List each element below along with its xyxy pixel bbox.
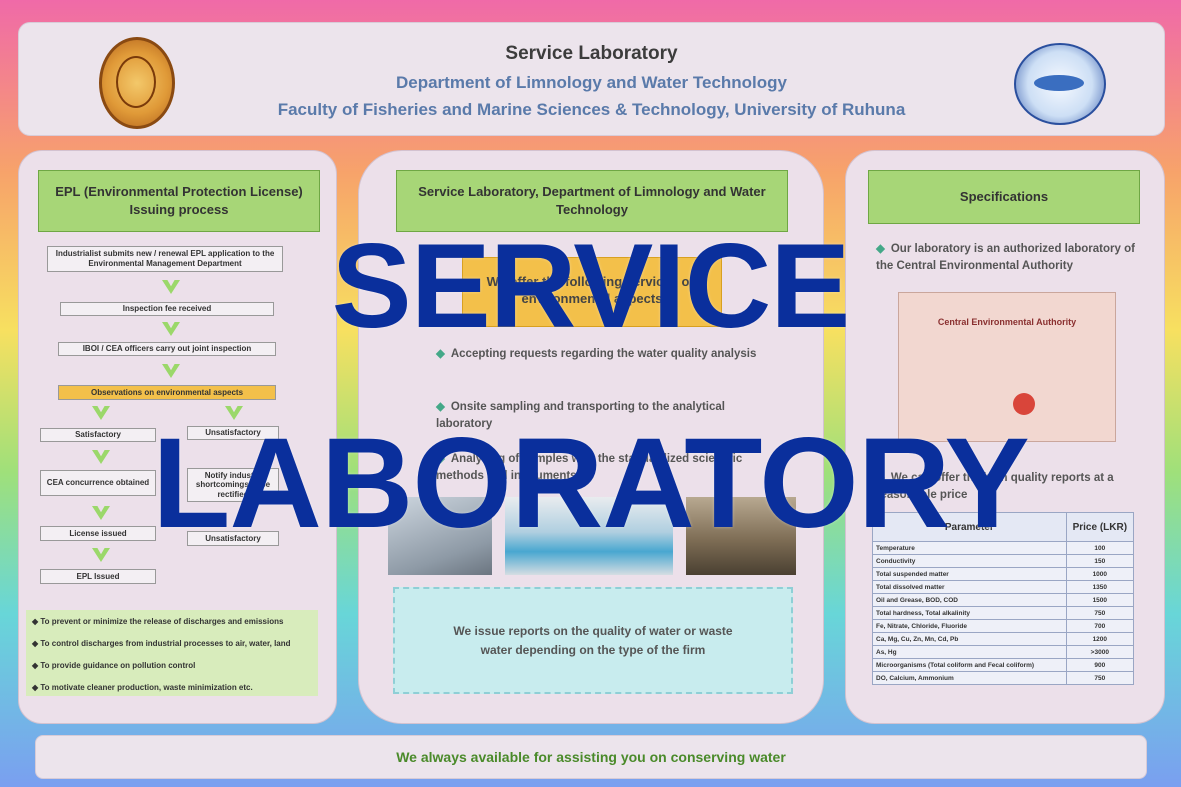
objective-item: ◆ To prevent or minimize the release of …	[32, 617, 284, 626]
lab-photo	[388, 497, 492, 575]
epl-heading: EPL (Environmental Protection License) I…	[38, 170, 320, 232]
quality-bullet: ◆We can offer the high quality reports a…	[876, 472, 1114, 501]
bullet-gem-icon: ◆	[436, 348, 445, 360]
department-logo	[1014, 43, 1106, 125]
service-bullet: ◆Accepting requests regarding the water …	[436, 348, 757, 360]
table-header: Price (LKR)	[1065, 512, 1135, 542]
flow-notify-industry: Notify industry shortcomings to be recti…	[187, 468, 279, 502]
service-bullet: ◆Onsite sampling and transporting to the…	[436, 401, 725, 430]
flow-license-issued: License issued	[40, 526, 156, 541]
footer-banner: We always available for assisting you on…	[35, 735, 1147, 779]
objective-item: ◆ To control discharges from industrial …	[32, 639, 291, 648]
service-bullet: ◆Analyzing of samples with the standardi…	[436, 453, 743, 482]
header-title: Service Laboratory	[505, 43, 678, 64]
objective-item: ◆ To motivate cleaner production, waste …	[32, 683, 253, 692]
university-seal-logo	[99, 37, 175, 129]
lab-photo	[505, 497, 673, 575]
flow-step-observations: Observations on environmental aspects	[58, 385, 276, 400]
authorized-bullet: ◆Our laboratory is an authorized laborat…	[876, 243, 1135, 272]
flow-step-application: Industrialist submits new / renewal EPL …	[47, 246, 283, 272]
bullet-gem-icon: ◆	[876, 243, 885, 255]
specifications-heading: Specifications	[868, 170, 1140, 224]
table-header: Parameter	[872, 512, 1067, 542]
epl-objectives: ◆ To prevent or minimize the release of …	[26, 610, 318, 696]
bullet-gem-icon: ◆	[876, 472, 885, 484]
lab-photo	[686, 497, 796, 575]
flow-step-inspection: IBOI / CEA officers carry out joint insp…	[58, 342, 276, 356]
cea-certificate: Central Environmental Authority	[898, 292, 1116, 442]
flow-unsatisfactory: Unsatisfactory	[187, 426, 279, 440]
reports-note: We issue reports on the quality of water…	[393, 587, 793, 694]
services-offer-box: We offer the following services on envir…	[462, 257, 722, 327]
table-row: Microorganisms (Total coliform and Fecal…	[872, 658, 1135, 672]
flow-unsatisfactory-2: Unsatisfactory	[187, 531, 279, 546]
table-row: As, Hg>3000	[872, 645, 1135, 659]
bullet-gem-icon: ◆	[436, 401, 445, 413]
poster-header: Service Laboratory Department of Limnolo…	[18, 22, 1165, 136]
flow-step-fee: Inspection fee received	[60, 302, 274, 316]
flow-satisfactory: Satisfactory	[40, 428, 156, 442]
faculty-name: Faculty of Fisheries and Marine Sciences…	[277, 100, 906, 119]
bullet-gem-icon: ◆	[436, 453, 445, 465]
department-name: Department of Limnology and Water Techno…	[395, 73, 788, 92]
flow-epl-issued: EPL Issued	[40, 569, 156, 584]
objective-item: ◆ To provide guidance on pollution contr…	[32, 661, 196, 670]
lab-heading: Service Laboratory, Department of Limnol…	[396, 170, 788, 232]
flow-cea-concurrence: CEA concurrence obtained	[40, 470, 156, 496]
